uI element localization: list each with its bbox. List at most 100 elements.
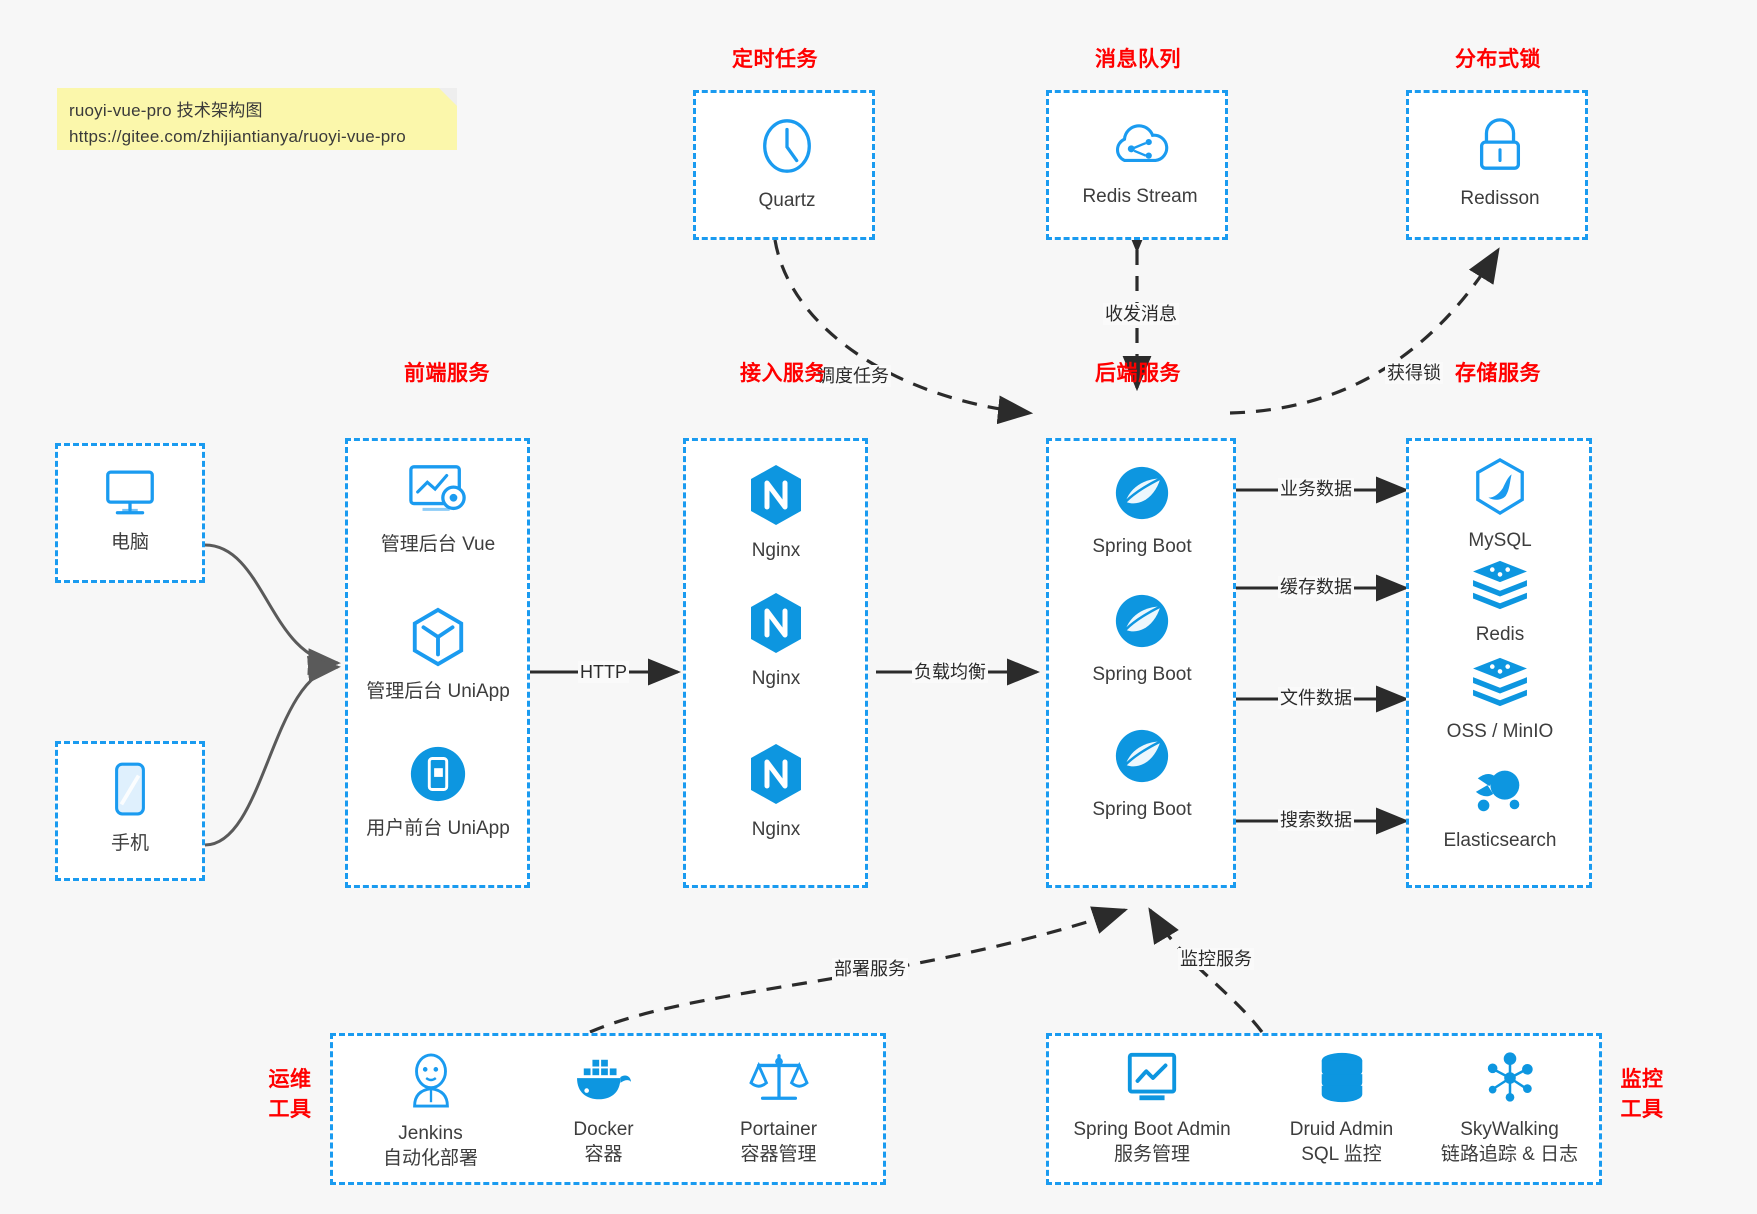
node-redisson[interactable]: Redisson xyxy=(1425,115,1575,211)
node-sublabel: 服务管理 xyxy=(1113,1144,1190,1165)
cloud-stream-icon xyxy=(1109,115,1171,178)
group-title-gateway: 接入服务 xyxy=(740,362,826,385)
node-sublabel: SQL 监控 xyxy=(1301,1144,1382,1165)
node-label: Redis Stream xyxy=(1082,186,1198,207)
spring-boot-leaf-icon xyxy=(1112,463,1172,528)
node-spring-boot-2[interactable]: Spring Boot xyxy=(1067,591,1217,687)
clock-icon xyxy=(756,115,818,182)
node-spring-boot-1[interactable]: Spring Boot xyxy=(1067,463,1217,559)
node-spring-boot-3[interactable]: Spring Boot xyxy=(1067,726,1217,822)
node-computer[interactable]: 电脑 xyxy=(58,464,202,555)
group-title-devops-line2: 工具 xyxy=(268,1098,312,1121)
jenkins-butler-icon xyxy=(403,1050,459,1115)
node-label: 手机 xyxy=(110,833,149,854)
nginx-icon xyxy=(747,591,805,660)
group-title-devops: 运维 工具 xyxy=(255,1065,325,1125)
nginx-icon xyxy=(747,463,805,532)
node-label: OSS / MinIO xyxy=(1446,721,1554,742)
edge-label-send-receive-message: 收发消息 xyxy=(1103,303,1179,325)
node-docker[interactable]: Docker 容器 xyxy=(521,1054,686,1167)
node-admin-vue[interactable]: 管理后台 Vue xyxy=(363,461,513,557)
node-label: 管理后台 Vue xyxy=(380,534,496,555)
node-elasticsearch[interactable]: Elasticsearch xyxy=(1425,761,1575,853)
node-admin-uniapp[interactable]: 管理后台 UniApp xyxy=(363,606,513,704)
node-redis[interactable]: Redis xyxy=(1425,559,1575,647)
group-title-storage: 存储服务 xyxy=(1455,362,1541,385)
node-spring-boot-admin[interactable]: Spring Boot Admin 服务管理 xyxy=(1057,1050,1247,1167)
group-storage: MySQL Redis xyxy=(1406,438,1592,888)
mysql-dolphin-icon xyxy=(1471,457,1529,522)
node-label: Spring Boot xyxy=(1092,799,1192,820)
nginx-icon xyxy=(747,742,805,811)
group-title-message-queue: 消息队列 xyxy=(1095,48,1181,71)
node-label: Redis xyxy=(1475,624,1525,645)
node-druid-admin[interactable]: Druid Admin SQL 监控 xyxy=(1259,1050,1424,1167)
node-nginx-1[interactable]: Nginx xyxy=(701,463,851,563)
group-distributed-lock: Redisson xyxy=(1406,90,1588,240)
group-title-monitor: 监控 工具 xyxy=(1607,1065,1677,1125)
node-portainer[interactable]: Portainer 容器管理 xyxy=(696,1050,861,1167)
note-title-line: ruoyi-vue-pro 技术架构图 xyxy=(69,101,263,120)
node-nginx-2[interactable]: Nginx xyxy=(701,591,851,691)
spring-boot-leaf-icon xyxy=(1112,726,1172,791)
portainer-scales-icon xyxy=(748,1050,809,1111)
mobile-app-circle-icon xyxy=(407,743,469,810)
monitor-chart-icon xyxy=(1123,1050,1181,1111)
group-monitor: Spring Boot Admin 服务管理 Druid Admin SQL 监… xyxy=(1046,1033,1602,1185)
database-cylinder-icon xyxy=(1314,1050,1370,1111)
node-label: Redisson xyxy=(1460,188,1540,209)
node-label: Elasticsearch xyxy=(1443,830,1557,851)
group-backend: Spring Boot Spring Boot Spring Boot xyxy=(1046,438,1236,888)
group-title-frontend: 前端服务 xyxy=(404,362,490,385)
group-title-distributed-lock: 分布式锁 xyxy=(1455,48,1541,71)
node-sublabel: 链路追踪 & 日志 xyxy=(1440,1144,1579,1165)
node-label: 管理后台 UniApp xyxy=(366,681,510,702)
node-sublabel: 容器 xyxy=(584,1144,623,1165)
node-user-uniapp[interactable]: 用户前台 UniApp xyxy=(363,743,513,841)
client-box-computer: 电脑 xyxy=(55,443,205,583)
node-label: Docker xyxy=(573,1119,634,1140)
note-url-line: https://gitee.com/zhijiantianya/ruoyi-vu… xyxy=(69,127,406,146)
object-storage-icon xyxy=(1469,656,1531,713)
edge-label-cache-data: 缓存数据 xyxy=(1278,576,1354,598)
skywalking-node-icon xyxy=(1481,1050,1539,1111)
node-label: MySQL xyxy=(1468,530,1532,551)
docker-whale-icon xyxy=(573,1054,635,1111)
padlock-icon xyxy=(1471,115,1529,180)
node-mysql[interactable]: MySQL xyxy=(1425,457,1575,553)
group-message-queue: Redis Stream xyxy=(1046,90,1228,240)
client-box-phone: 手机 xyxy=(55,741,205,881)
node-label: Nginx xyxy=(751,668,801,689)
node-label: Jenkins xyxy=(398,1123,463,1144)
node-label: Quartz xyxy=(758,190,816,211)
redis-stack-icon xyxy=(1469,559,1531,616)
edge-label-business-data: 业务数据 xyxy=(1278,478,1354,500)
node-label: 用户前台 UniApp xyxy=(366,818,510,839)
node-quartz[interactable]: Quartz xyxy=(712,115,862,213)
node-jenkins[interactable]: Jenkins 自动化部署 xyxy=(348,1050,513,1171)
node-oss-minio[interactable]: OSS / MinIO xyxy=(1425,656,1575,744)
edge-label-monitor-service: 监控服务 xyxy=(1178,948,1254,970)
node-redis-stream[interactable]: Redis Stream xyxy=(1065,115,1215,209)
group-scheduled-task: Quartz xyxy=(693,90,875,240)
node-label: Nginx xyxy=(751,540,801,561)
note-fold-corner xyxy=(439,88,457,106)
node-label: 电脑 xyxy=(110,532,149,553)
group-title-scheduled-task: 定时任务 xyxy=(732,48,818,71)
group-title-monitor-line2: 工具 xyxy=(1620,1098,1664,1121)
edge-label-http: HTTP xyxy=(578,661,629,683)
group-title-devops-line1: 运维 xyxy=(268,1068,312,1091)
node-label: Portainer xyxy=(739,1119,818,1140)
edge-label-file-data: 文件数据 xyxy=(1278,687,1354,709)
dashboard-gear-icon xyxy=(405,461,471,526)
node-skywalking[interactable]: SkyWalking 链路追踪 & 日志 xyxy=(1417,1050,1602,1167)
node-sublabel: 自动化部署 xyxy=(382,1148,478,1169)
elasticsearch-icon xyxy=(1470,761,1530,822)
mobile-phone-icon xyxy=(108,760,152,825)
node-phone[interactable]: 手机 xyxy=(58,760,202,856)
node-nginx-3[interactable]: Nginx xyxy=(701,742,851,842)
node-label: Spring Boot Admin xyxy=(1073,1119,1231,1140)
node-label: Spring Boot xyxy=(1092,536,1192,557)
node-sublabel: 容器管理 xyxy=(740,1144,817,1165)
